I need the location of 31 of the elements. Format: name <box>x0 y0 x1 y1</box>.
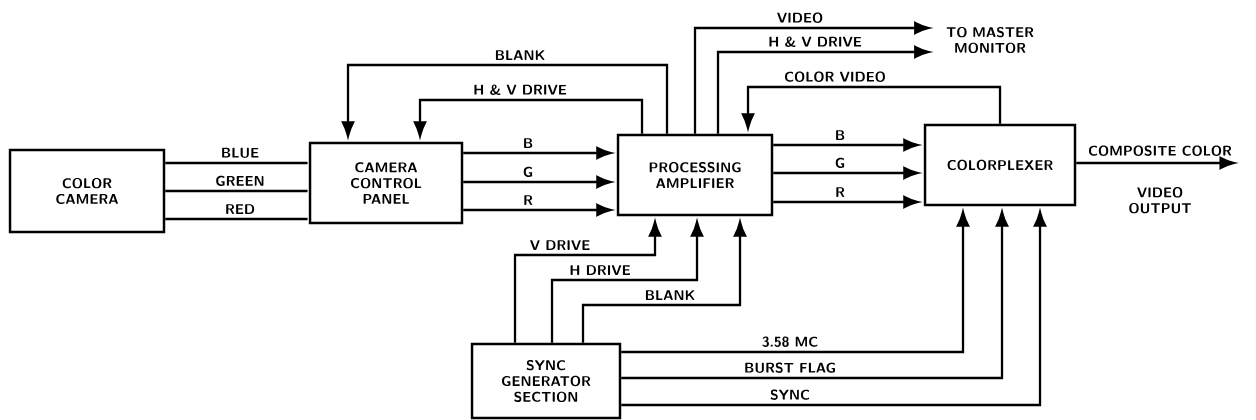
edge-label: GREEN <box>216 175 264 186</box>
text-label: TO MASTER MONITOR <box>946 26 1034 54</box>
edge-label: H & V DRIVE <box>769 36 862 47</box>
arrow <box>1076 156 1236 170</box>
edge-label: SYNC <box>770 389 810 400</box>
edge-label: R <box>524 195 533 205</box>
edge-label: COMPOSITE COLOR <box>1088 145 1232 156</box>
arrow <box>716 45 930 134</box>
label-text: VIDEO OUTPUT <box>1129 187 1191 214</box>
edge-label: BURST FLAG <box>745 362 835 373</box>
block-box: COLOR CAMERA <box>8 148 166 234</box>
edge-label: V DRIVE <box>530 240 590 250</box>
edge-label: RED <box>226 204 255 214</box>
block-box: CAMERA CONTROL PANEL <box>308 141 464 225</box>
edge-label: BLANK <box>645 290 695 300</box>
block-box: COLORPLEXER <box>923 123 1077 207</box>
block-box: SYNC GENERATOR SECTION <box>470 342 622 420</box>
edge-label: COLOR VIDEO <box>785 71 885 82</box>
edge-label: VIDEO <box>777 12 823 23</box>
edge-label: B <box>836 130 845 140</box>
arrow <box>693 21 930 134</box>
edge-label: 3.58 MC <box>762 336 818 347</box>
edge-label: B <box>524 138 533 148</box>
edge-label: BLUE <box>222 147 259 158</box>
edge-label: R <box>836 187 845 197</box>
edge-label: H & V DRIVE <box>474 84 567 95</box>
block-box: PROCESSING AMPLIFIER <box>616 133 774 217</box>
edge-label: G <box>523 166 533 177</box>
edge-label: H DRIVE <box>570 265 630 275</box>
edge-label: BLANK <box>495 50 545 60</box>
edge-label: G <box>835 157 845 168</box>
